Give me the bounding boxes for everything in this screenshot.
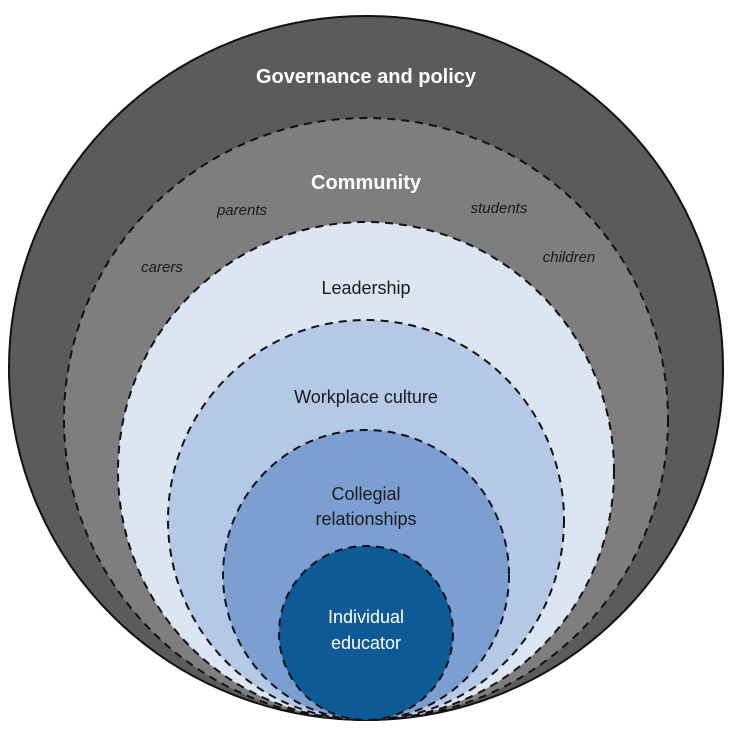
label-collegial-line-1: Collegial — [331, 484, 400, 504]
label-collegial-line-2: relationships — [315, 509, 416, 529]
label-governance-and-policy: Governance and policy — [256, 66, 477, 88]
member-carers: carers — [141, 259, 183, 276]
label-community: Community — [311, 172, 422, 194]
member-children: children — [543, 249, 596, 266]
label-individual-line-2: educator — [331, 633, 401, 653]
member-students: students — [471, 200, 528, 217]
ring-individual-educator — [278, 545, 454, 721]
member-parents: parents — [216, 202, 268, 219]
label-individual-line-1: Individual — [328, 607, 404, 627]
label-workplace-culture: Workplace culture — [294, 387, 438, 407]
label-leadership: Leadership — [321, 278, 410, 298]
